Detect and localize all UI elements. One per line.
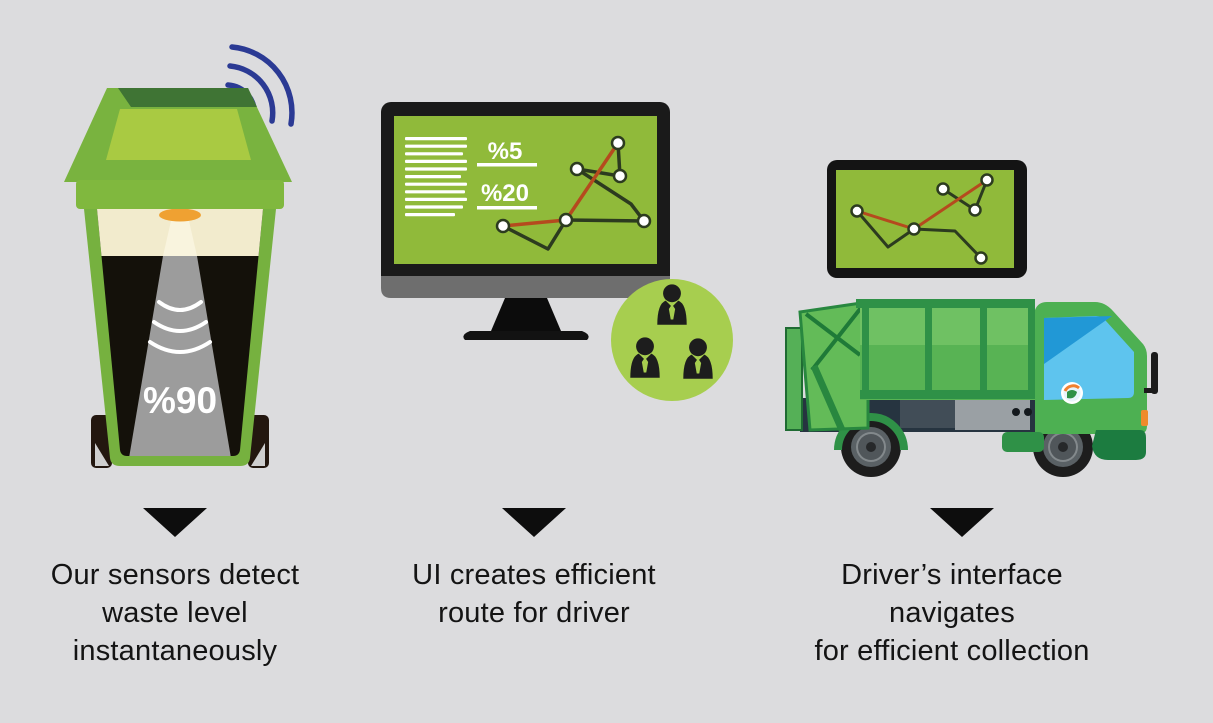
caption-step-1: Our sensors detect waste level instantan… bbox=[25, 556, 325, 670]
stat-label-1: %5 bbox=[488, 138, 523, 165]
truck-rear-loader bbox=[785, 300, 870, 432]
route-map-monitor bbox=[495, 135, 652, 251]
truck-logo-badge bbox=[1061, 382, 1083, 404]
caption-line: route for driver bbox=[438, 597, 630, 629]
caption-line: for efficient collection bbox=[814, 635, 1090, 667]
caption-line: Driver’s interface bbox=[841, 559, 1063, 591]
truck-cab bbox=[1002, 302, 1158, 460]
caption-line: navigates bbox=[889, 597, 1015, 629]
truck-signal-light bbox=[1141, 410, 1148, 426]
truck-wheel-rear bbox=[841, 417, 901, 477]
truck-bumper bbox=[1092, 430, 1146, 460]
truck-mirror bbox=[1151, 352, 1158, 394]
caption-line: instantaneously bbox=[72, 635, 278, 667]
sensor-icon bbox=[159, 209, 201, 222]
arrow-down-icon bbox=[143, 508, 207, 537]
arrow-down-icon bbox=[502, 508, 566, 537]
monitor-chin bbox=[381, 276, 670, 298]
smart-bin-icon: %90 bbox=[64, 88, 292, 468]
caption-step-3: Driver’s interface navigates for efficie… bbox=[787, 556, 1117, 670]
bin-fill-level-label: %90 bbox=[143, 380, 217, 421]
caption-line: waste level bbox=[102, 597, 248, 629]
monitor-stand bbox=[491, 298, 561, 331]
truck-body bbox=[856, 299, 1035, 400]
arrow-down-icon bbox=[930, 508, 994, 537]
bin-lid bbox=[64, 88, 292, 209]
caption-line: UI creates efficient bbox=[412, 559, 656, 591]
caption-step-2: UI creates efficient route for driver bbox=[384, 556, 684, 632]
tablet-icon bbox=[827, 160, 1027, 278]
monitor-base bbox=[463, 331, 589, 340]
garbage-truck-icon bbox=[785, 299, 1158, 477]
team-icon bbox=[611, 279, 733, 401]
screen-text-lines bbox=[405, 137, 467, 217]
caption-line: Our sensors detect bbox=[50, 559, 300, 591]
route-map-tablet bbox=[850, 173, 994, 265]
ultrasonic-beam-icon bbox=[97, 209, 263, 456]
stat-label-2: %20 bbox=[481, 180, 529, 207]
fill-stat-labels: %5 %20 bbox=[477, 138, 537, 210]
desktop-monitor-icon: %5 %20 bbox=[381, 102, 670, 340]
